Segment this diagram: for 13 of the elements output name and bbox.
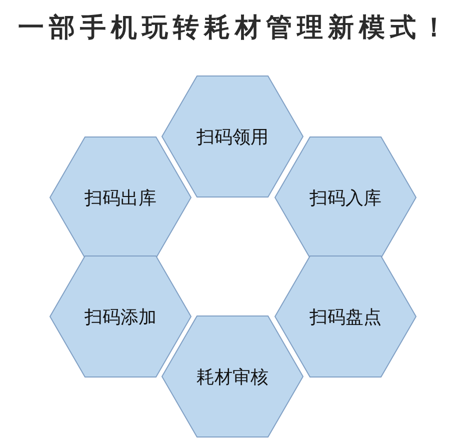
hexagon-node bbox=[275, 137, 416, 258]
hexagon-label: 扫码入库 bbox=[310, 186, 382, 210]
hexagon-label: 耗材审核 bbox=[196, 366, 268, 388]
hexagon-node bbox=[50, 137, 191, 258]
hexagon-node bbox=[162, 316, 303, 437]
hexagon-node bbox=[162, 76, 303, 197]
hexagon-label: 扫码领用 bbox=[196, 126, 268, 148]
hexagon-label: 扫码出库 bbox=[84, 186, 156, 210]
title: 一部手机玩转耗材管理新模式！ bbox=[18, 12, 448, 45]
hexagon-label: 扫码添加 bbox=[84, 306, 156, 328]
hexagon-node bbox=[50, 256, 191, 377]
hexagon-label: 扫码盘点 bbox=[310, 306, 382, 328]
hexagon-node bbox=[275, 256, 416, 377]
